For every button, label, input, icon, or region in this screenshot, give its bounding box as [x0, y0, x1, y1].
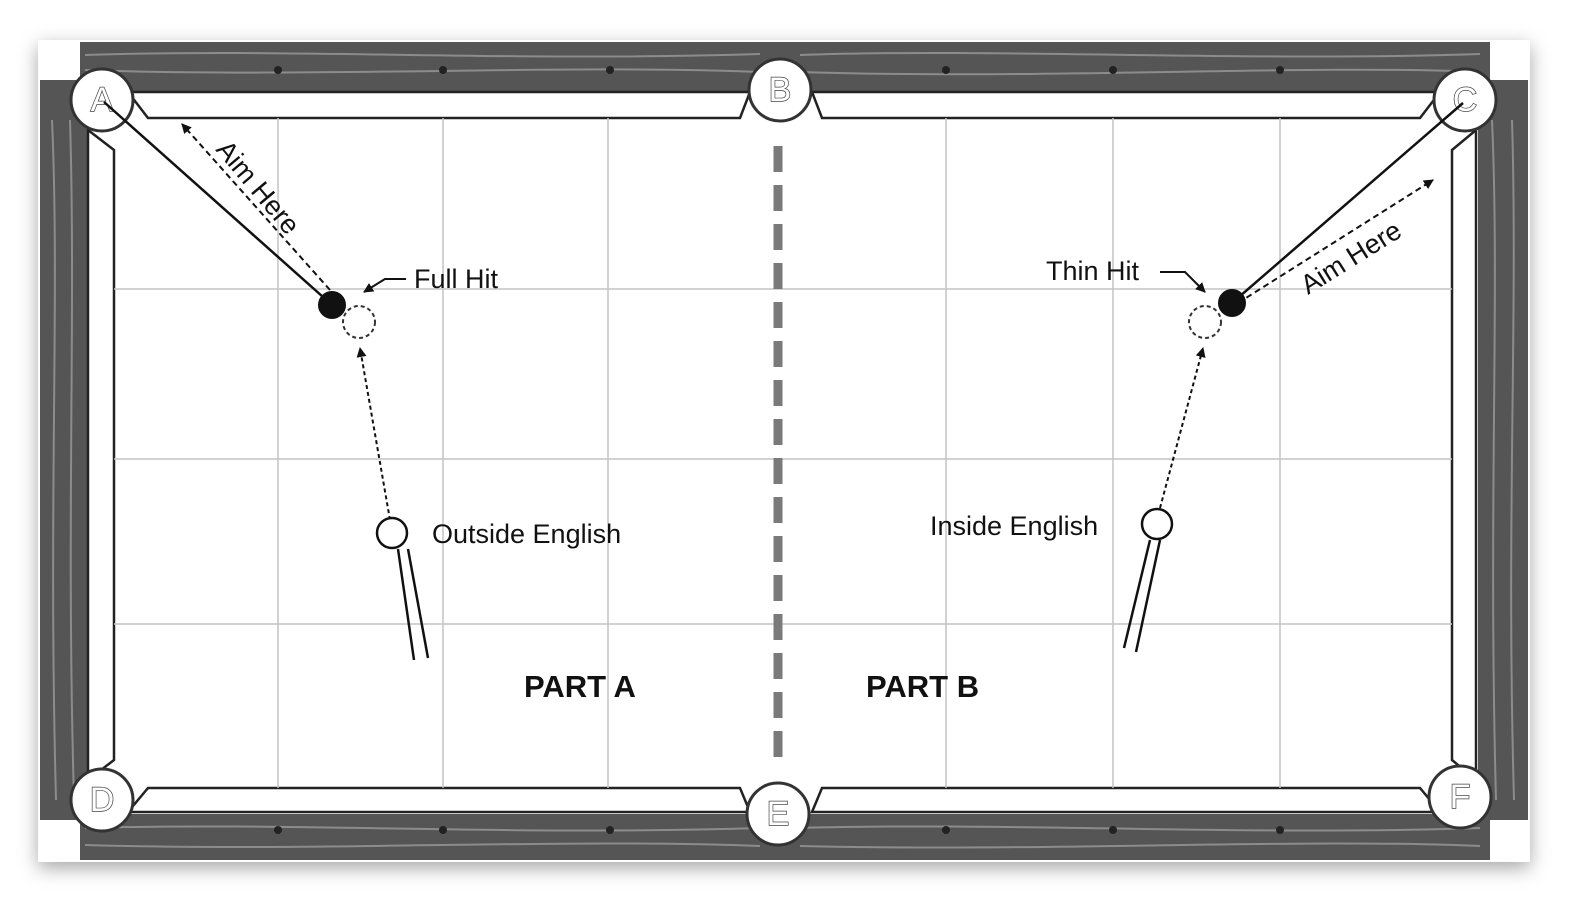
inside-english-label: Inside English [930, 511, 1098, 541]
pocket-label: F [1450, 778, 1471, 816]
thin-hit-pointer [1160, 271, 1206, 293]
left-rail [40, 80, 88, 820]
part-b-shot: Aim Here Thin Hit Inside English PART B [866, 102, 1464, 704]
pocket-label: D [90, 781, 115, 819]
right-cushion [1450, 127, 1478, 783]
pocket-a: A [69, 67, 135, 133]
part-b-label: PART B [866, 669, 979, 704]
pocket-e: E [745, 781, 811, 847]
diagram-frame [38, 40, 1530, 862]
cue-stick-a [396, 548, 430, 661]
pocket-label: B [769, 71, 792, 109]
top-right-cushion [810, 90, 1443, 120]
pockets: A B C D E F [69, 57, 1498, 847]
bottom-right-cushion [810, 786, 1443, 814]
aim-here-right-label: Aim Here [1295, 215, 1406, 300]
full-hit-pointer [363, 278, 406, 293]
top-left-cushion [125, 90, 752, 120]
cue-stick-b [1122, 539, 1162, 653]
table-rails [40, 42, 1528, 860]
cue-ball-a [375, 516, 409, 550]
cue-ball-path-b [1159, 347, 1206, 509]
object-ball-path-b [1231, 102, 1464, 304]
aim-here-left-label: Aim Here [210, 135, 305, 240]
pocket-b: B [747, 57, 813, 123]
pocket-f: F [1427, 764, 1493, 830]
left-cushion [86, 127, 116, 783]
cue-ball-b [1140, 507, 1174, 541]
pocket-label: C [1453, 81, 1478, 119]
object-ball-a [318, 291, 346, 319]
cue-ball-path-a [356, 347, 391, 521]
aim-line-a [181, 123, 331, 291]
part-a-label: PART A [524, 669, 636, 704]
part-a-shot: Aim Here Full Hit Outside English PART A [103, 101, 636, 704]
cushions [86, 90, 1478, 814]
ghost-cue-ball-b [1188, 305, 1222, 339]
pocket-d: D [69, 767, 135, 833]
pocket-label: A [91, 81, 114, 119]
ghost-cue-ball-a [342, 305, 376, 339]
object-ball-path-a [103, 101, 333, 306]
full-hit-label: Full Hit [414, 264, 499, 294]
outside-english-label: Outside English [432, 519, 621, 549]
pocket-label: E [767, 795, 790, 833]
aim-line-b [1237, 179, 1434, 304]
bottom-left-cushion [125, 786, 752, 814]
thin-hit-label: Thin Hit [1046, 256, 1140, 286]
right-rail [1478, 80, 1528, 820]
object-ball-b [1218, 289, 1246, 317]
table-grid [114, 118, 1452, 788]
